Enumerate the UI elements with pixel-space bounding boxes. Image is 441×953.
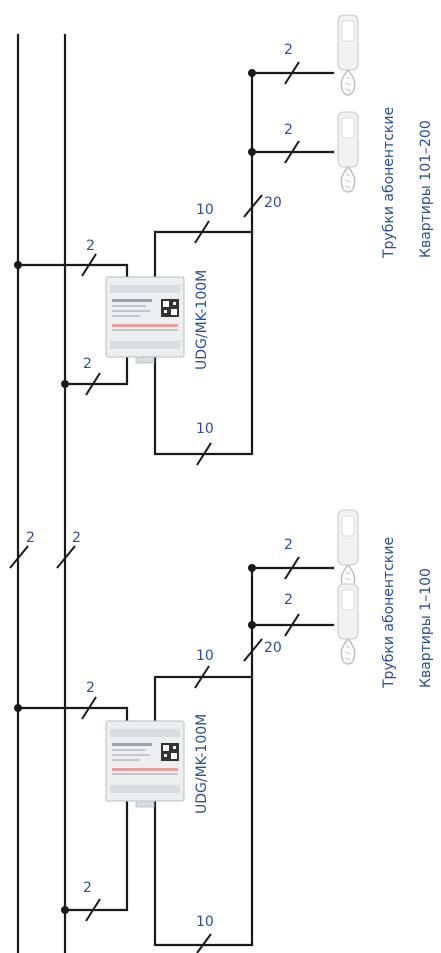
wire-tick — [284, 613, 300, 637]
handset-count-1: 2 — [284, 537, 293, 553]
module-loop-count: 10 — [196, 421, 214, 437]
riser-count-2: 2 — [72, 530, 81, 546]
handset-icon — [337, 583, 359, 665]
wire-tick — [81, 696, 97, 720]
module-model-label: UDG/MK-100M — [194, 714, 210, 814]
riser-tick-1 — [9, 545, 29, 569]
module-return-wire — [63, 798, 129, 912]
module-output-count: 10 — [196, 648, 214, 664]
module-return-count: 2 — [83, 356, 92, 372]
riser-tick-2 — [56, 545, 76, 569]
module-model-label: UDG/MK-100M — [194, 270, 210, 370]
handset-icon — [337, 509, 359, 591]
wire-tick — [284, 61, 300, 85]
branch-count: 20 — [264, 640, 282, 656]
module-input-count: 2 — [86, 680, 95, 696]
module-loop-wire — [153, 71, 254, 456]
module-return-wire — [63, 353, 129, 386]
module-return-count: 2 — [83, 880, 92, 896]
module-loop-count: 10 — [196, 914, 214, 930]
module-input-wire — [16, 706, 129, 724]
wire-tick — [81, 253, 97, 277]
wire-tick — [85, 372, 101, 396]
handsets-title: Трубки абонентские — [381, 537, 397, 689]
handset-count-1: 2 — [284, 42, 293, 58]
wire-tick — [194, 665, 210, 689]
wire-tick — [85, 898, 101, 922]
module-output-wire — [153, 230, 254, 280]
apartments-range: Квартиры 1–100 — [418, 568, 434, 688]
wire-tick — [194, 220, 210, 244]
wire-tick — [284, 556, 300, 580]
branch-count: 20 — [264, 195, 282, 211]
handsets-title: Трубки абонентские — [381, 107, 397, 259]
handset-count-2: 2 — [284, 122, 293, 138]
branch-tick — [243, 194, 263, 218]
module-icon — [105, 276, 185, 364]
wire-tick — [196, 933, 212, 953]
module-output-count: 10 — [196, 202, 214, 218]
module-icon — [105, 720, 185, 808]
handset-icon — [337, 111, 359, 193]
wire-tick — [196, 442, 212, 466]
module-input-count: 2 — [86, 238, 95, 254]
handset-icon — [337, 14, 359, 96]
riser-count-1: 2 — [26, 530, 35, 546]
group-top: 2 2 10 10 20 2 2 UDG/MK-100M Трубк — [14, 14, 434, 466]
group-bottom: 2 2 10 10 20 2 2 UDG/MK-100M Трубки абон… — [14, 509, 434, 953]
handset-count-2: 2 — [284, 592, 293, 608]
branch-tick — [243, 638, 263, 662]
apartments-range: Квартиры 101–200 — [418, 120, 434, 258]
module-input-wire — [16, 263, 129, 280]
wire-tick — [284, 140, 300, 164]
module-output-wire — [153, 675, 254, 724]
